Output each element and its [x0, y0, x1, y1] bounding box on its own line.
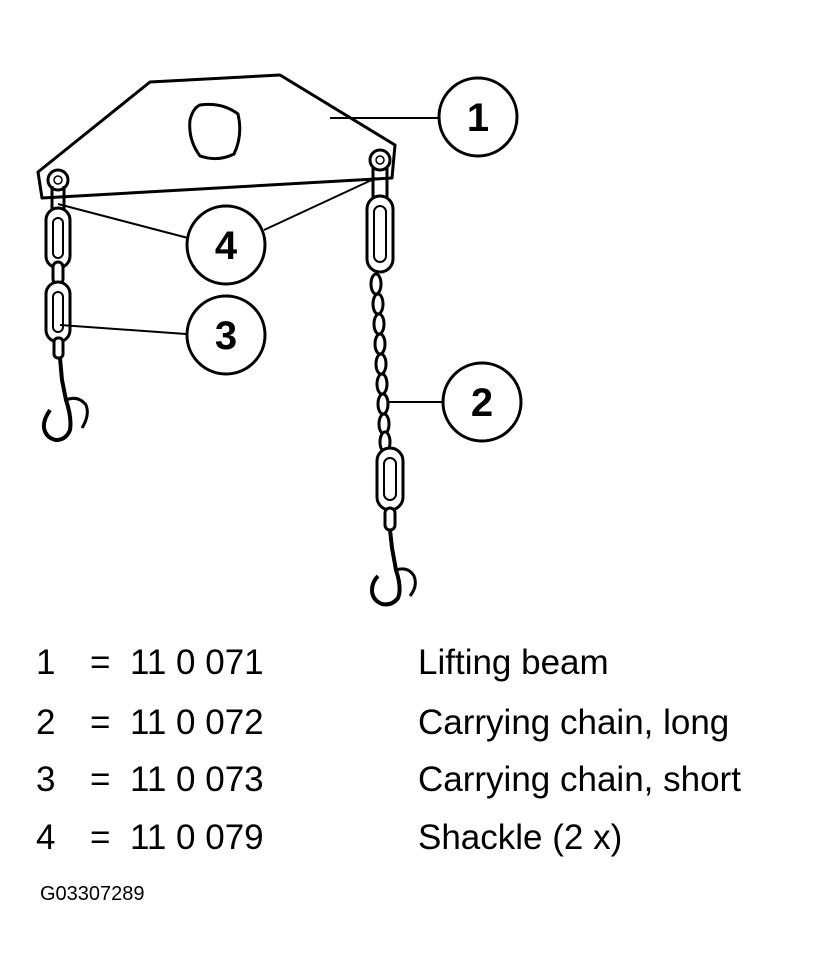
legend-row-4: 4 = 11 0 079 Shackle (2 x) [0, 816, 824, 860]
legend-part-number: 11 0 072 [130, 703, 264, 742]
callout-3: 3 [185, 294, 267, 376]
figure-code: G03307289 [40, 883, 145, 905]
legend-part-number: 11 0 073 [130, 760, 264, 799]
svg-text:2: 2 [471, 381, 493, 425]
callout-1: 1 [437, 76, 519, 158]
legend-equals: = [90, 818, 111, 857]
legend-equals: = [90, 643, 111, 682]
legend-description: Carrying chain, short [418, 760, 741, 799]
legend-row-1: 1 = 11 0 071 Lifting beam [0, 641, 824, 685]
lifting-beam [36, 73, 397, 200]
leader-lines [57, 117, 444, 403]
legend-description: Shackle (2 x) [418, 818, 623, 857]
legend-description: Carrying chain, long [418, 703, 730, 742]
svg-text:3: 3 [215, 314, 237, 358]
legend-row-2: 2 = 11 0 072 Carrying chain, long [0, 701, 824, 745]
legend-equals: = [90, 760, 111, 799]
legend-part-number: 11 0 071 [130, 643, 264, 682]
svg-text:4: 4 [215, 224, 238, 268]
legend-equals: = [90, 703, 111, 742]
carrying-chain-short [41, 206, 89, 443]
legend-number: 3 [36, 760, 56, 799]
callout-2: 2 [441, 361, 523, 443]
legend-description: Lifting beam [418, 643, 609, 682]
lifting-tool-diagram: 1 4 3 2 [36, 73, 523, 607]
shackle-right [371, 168, 389, 198]
callout-4: 4 [185, 204, 267, 286]
legend-number: 4 [36, 818, 56, 857]
svg-text:1: 1 [467, 96, 489, 140]
legend-number: 1 [36, 643, 56, 682]
legend-number: 2 [36, 703, 56, 742]
carrying-chain-long [365, 194, 417, 607]
legend-row-3: 3 = 11 0 073 Carrying chain, short [0, 758, 824, 802]
legend-part-number: 11 0 079 [130, 818, 264, 857]
